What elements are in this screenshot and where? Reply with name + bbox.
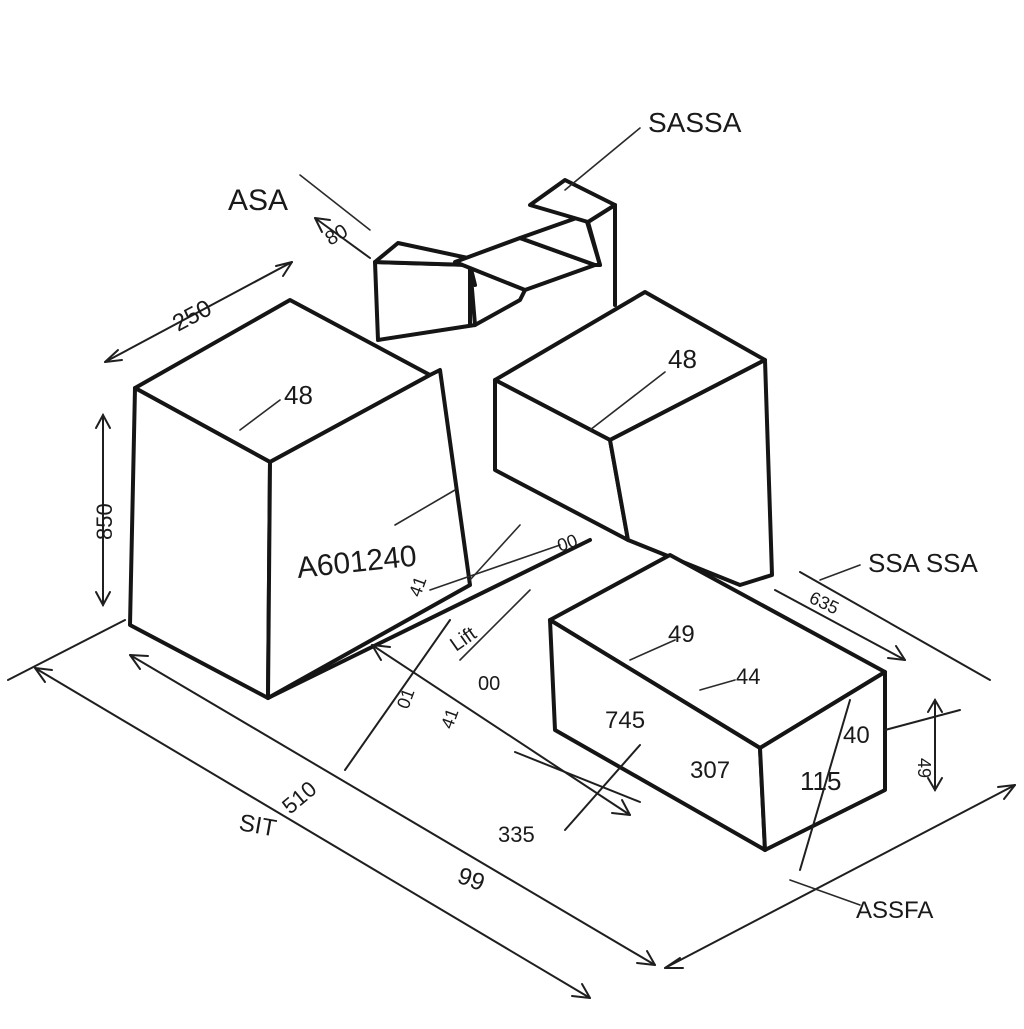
arrow-head bbox=[997, 784, 1016, 800]
block-left-base-edge bbox=[266, 538, 592, 700]
base-dim-99: 99 bbox=[454, 862, 488, 897]
block-front-label-44: 44 bbox=[736, 664, 760, 689]
leader-mid bbox=[429, 544, 561, 591]
top-connector bbox=[373, 178, 617, 342]
leader-48-left bbox=[239, 399, 281, 431]
arrow-head bbox=[664, 957, 684, 969]
arrow-heads bbox=[95, 412, 111, 608]
base-dim-335: 335 bbox=[498, 822, 535, 847]
block-front-label-115: 115 bbox=[800, 766, 841, 796]
dim-extension bbox=[799, 699, 851, 871]
block-front-label-49: 49 bbox=[668, 621, 695, 648]
dimension-lines bbox=[7, 217, 1016, 999]
dim-extension bbox=[344, 619, 451, 771]
arrow-head bbox=[314, 217, 331, 233]
leader-assfa bbox=[789, 879, 861, 906]
leader-sassa bbox=[564, 127, 641, 191]
arrow-head bbox=[636, 950, 656, 966]
callout-sassa: SASSA bbox=[648, 107, 742, 138]
connector-left-post-front bbox=[373, 260, 477, 342]
note-00: 00 bbox=[478, 673, 500, 695]
callout-ssa-ssa: SSA SSA bbox=[868, 548, 978, 578]
block-left-front-face bbox=[266, 368, 472, 700]
note-lift: Lift bbox=[446, 623, 481, 657]
block-front-label-307: 307 bbox=[690, 757, 730, 784]
dim-line-635 bbox=[774, 589, 906, 661]
note-01: 01 bbox=[393, 686, 419, 712]
dim-line-short bbox=[514, 751, 641, 803]
block-right-front-face bbox=[608, 358, 774, 587]
block-front bbox=[548, 553, 887, 852]
callout-asa: ASA bbox=[228, 184, 288, 217]
base-dim-510: 510 bbox=[277, 776, 321, 819]
dim-extension bbox=[7, 619, 126, 681]
arrow-head bbox=[611, 799, 631, 816]
arrow-head bbox=[129, 654, 149, 670]
arrow-head bbox=[371, 644, 391, 661]
leader-49 bbox=[629, 639, 676, 661]
leader-mid2 bbox=[469, 524, 521, 581]
connector-right-post-edge2 bbox=[586, 220, 602, 267]
dim-label-80: 80 bbox=[322, 220, 352, 250]
leader-44 bbox=[699, 679, 736, 691]
block-left-top-label: 48 bbox=[284, 380, 313, 410]
leader-mid3 bbox=[459, 589, 531, 661]
block-left bbox=[128, 298, 592, 700]
arrow-head bbox=[104, 349, 123, 363]
block-right-top bbox=[493, 290, 774, 587]
dim-line-base-left bbox=[34, 667, 591, 999]
dim-line-80 bbox=[314, 217, 371, 259]
note-41b: 41 bbox=[437, 706, 463, 732]
leader-48-right bbox=[589, 371, 666, 431]
dim-extension bbox=[884, 709, 961, 731]
dim-line-right-outer bbox=[799, 571, 991, 681]
dim-line-250 bbox=[104, 261, 293, 363]
arrow-head bbox=[571, 983, 591, 999]
dim-line-base-right bbox=[664, 784, 1016, 969]
callout-assfa: ASSFA bbox=[856, 897, 933, 924]
dim-line-base-inner bbox=[129, 654, 656, 966]
leader-ssa bbox=[819, 564, 861, 581]
block-front-side-face bbox=[758, 670, 887, 852]
arrow-heads bbox=[927, 698, 943, 792]
note-mid: 00 bbox=[555, 530, 581, 556]
dim-label-850: 850 bbox=[92, 503, 117, 540]
leader-a601240 bbox=[394, 489, 456, 526]
block-front-label-745: 745 bbox=[605, 707, 645, 734]
block-right-top-label: 48 bbox=[668, 344, 697, 374]
dim-line-base-mid bbox=[371, 644, 631, 816]
base-dim-sit: SIT bbox=[237, 809, 279, 842]
leader-asa bbox=[299, 174, 371, 231]
connector-right-post-top bbox=[528, 178, 617, 224]
block-front-label-40: 40 bbox=[843, 722, 870, 749]
dim-extension bbox=[564, 744, 641, 831]
arrow-head bbox=[275, 261, 293, 277]
arrow-head bbox=[34, 667, 53, 683]
leader-lines bbox=[239, 127, 861, 906]
connector-bridge-edge bbox=[473, 288, 527, 327]
dim-label-49: 49 bbox=[914, 758, 934, 778]
arrow-head bbox=[887, 645, 906, 661]
dim-label-250: 250 bbox=[168, 295, 216, 338]
